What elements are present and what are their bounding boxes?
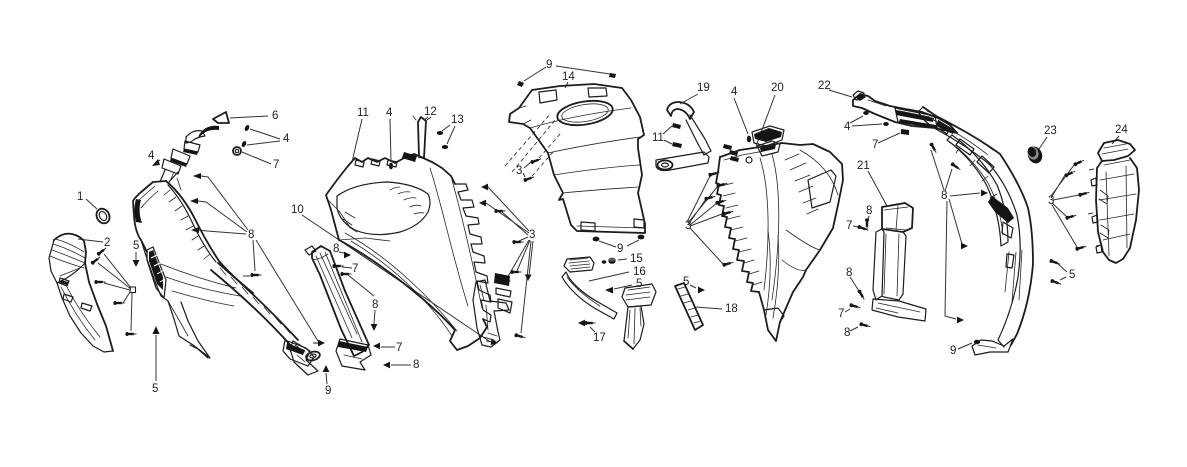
svg-text:20: 20: [771, 82, 784, 94]
svg-text:7: 7: [273, 159, 279, 171]
svg-text:9: 9: [325, 385, 331, 397]
svg-text:5: 5: [636, 278, 642, 290]
svg-text:9: 9: [546, 59, 552, 71]
svg-text:3: 3: [685, 220, 691, 232]
svg-text:8: 8: [866, 205, 872, 217]
svg-text:8: 8: [941, 190, 947, 202]
svg-text:4: 4: [844, 121, 851, 133]
svg-text:5: 5: [133, 240, 139, 252]
svg-text:4: 4: [283, 133, 290, 145]
svg-text:8: 8: [372, 299, 378, 311]
svg-text:1: 1: [77, 191, 83, 203]
svg-text:8: 8: [846, 267, 852, 279]
svg-text:10: 10: [291, 204, 304, 216]
svg-text:3: 3: [516, 165, 522, 177]
svg-text:5: 5: [1069, 269, 1075, 281]
svg-text:15: 15: [630, 253, 643, 265]
svg-text:9: 9: [950, 345, 956, 357]
svg-text:4: 4: [148, 150, 155, 162]
svg-text:7: 7: [872, 139, 878, 151]
svg-text:9: 9: [617, 243, 623, 255]
svg-text:6: 6: [272, 110, 278, 122]
svg-text:24: 24: [1115, 124, 1128, 136]
svg-text:7: 7: [352, 263, 358, 275]
svg-text:4: 4: [731, 86, 738, 98]
svg-text:8: 8: [248, 229, 254, 241]
svg-text:17: 17: [593, 332, 606, 344]
svg-text:8: 8: [333, 243, 339, 255]
svg-text:2: 2: [104, 237, 110, 249]
svg-text:7: 7: [396, 342, 402, 354]
svg-text:13: 13: [451, 114, 464, 126]
svg-text:22: 22: [818, 80, 831, 92]
svg-text:8: 8: [844, 327, 850, 339]
svg-text:11: 11: [357, 107, 369, 119]
svg-text:14: 14: [562, 71, 575, 83]
svg-text:4: 4: [386, 107, 393, 119]
svg-text:12: 12: [424, 106, 437, 118]
svg-text:3: 3: [529, 229, 535, 241]
svg-text:7: 7: [838, 308, 844, 320]
svg-text:23: 23: [1044, 125, 1057, 137]
svg-text:18: 18: [725, 303, 738, 315]
svg-text:5: 5: [683, 276, 689, 288]
svg-text:21: 21: [857, 160, 870, 172]
svg-text:11: 11: [652, 132, 664, 144]
svg-text:3: 3: [1048, 195, 1054, 207]
svg-text:16: 16: [633, 266, 646, 278]
svg-text:8: 8: [413, 359, 419, 371]
svg-text:7: 7: [846, 220, 852, 232]
svg-text:19: 19: [697, 82, 710, 94]
svg-text:5: 5: [152, 383, 158, 395]
